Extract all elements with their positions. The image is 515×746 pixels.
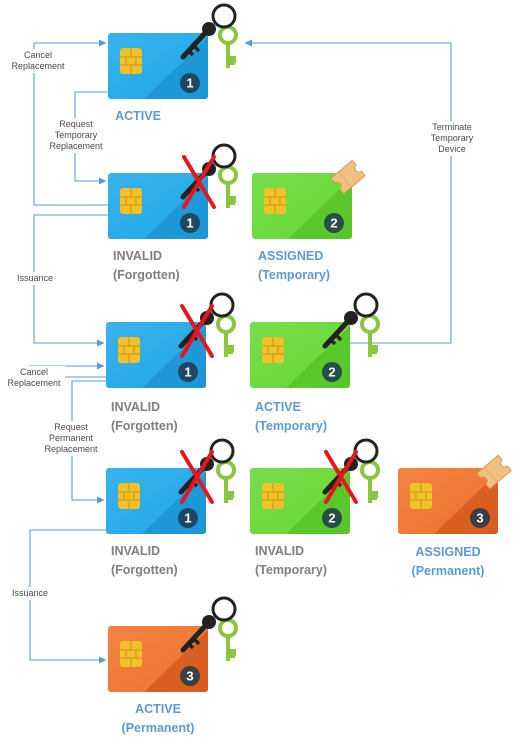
number-badge bbox=[180, 213, 200, 233]
status-label: ASSIGNED bbox=[258, 249, 323, 263]
flow-label-issuance-2: Issuance bbox=[12, 588, 48, 598]
number-badge bbox=[470, 508, 490, 528]
number-badge bbox=[178, 508, 198, 528]
number-badge bbox=[322, 508, 342, 528]
flow-label-issuance-1: Issuance bbox=[17, 273, 53, 283]
ticket-icon bbox=[330, 159, 366, 195]
chip-icon bbox=[262, 483, 284, 509]
flow-label-terminate-temporary-device: Terminate bbox=[432, 122, 472, 132]
card-c4: 1 bbox=[106, 292, 236, 388]
card-c6: 1 bbox=[106, 438, 236, 534]
card-number: 1 bbox=[184, 365, 191, 380]
flow-label-request-permanent-replacement: Permanent bbox=[49, 433, 94, 443]
cancel-replacement-1-arrow bbox=[33, 39, 108, 206]
status-label: INVALID bbox=[111, 544, 160, 558]
status-label: INVALID bbox=[113, 249, 162, 263]
card-number: 2 bbox=[328, 365, 335, 380]
status-sublabel: (Permanent) bbox=[412, 564, 485, 578]
number-badge bbox=[322, 362, 342, 382]
card-c2: 1 bbox=[108, 143, 238, 239]
cross-icon bbox=[180, 304, 214, 358]
card-c5: 2 bbox=[250, 292, 380, 388]
chip-icon bbox=[120, 48, 142, 74]
status-label: ACTIVE bbox=[115, 109, 161, 123]
status-sublabel: (Forgotten) bbox=[111, 563, 178, 577]
status-sublabel: (Temporary) bbox=[258, 268, 330, 282]
card-number: 3 bbox=[186, 669, 193, 684]
keys-icon bbox=[180, 3, 238, 68]
card-c8: 3 bbox=[398, 454, 512, 534]
card-number: 2 bbox=[330, 216, 337, 231]
status-label: INVALID bbox=[111, 400, 160, 414]
status-label: INVALID bbox=[255, 544, 304, 558]
card-number: 2 bbox=[328, 511, 335, 526]
number-badge bbox=[178, 362, 198, 382]
status-sublabel: (Forgotten) bbox=[113, 268, 180, 282]
card-c9: 3 bbox=[108, 596, 238, 692]
flow-label-request-temporary-replacement: Replacement bbox=[49, 141, 103, 151]
cards: 1ACTIVE1INVALID(Forgotten)2ASSIGNED(Temp… bbox=[106, 3, 512, 735]
flow-label-terminate-temporary-device: Device bbox=[438, 144, 466, 154]
card-c3: 2 bbox=[252, 159, 366, 239]
flow-label-request-temporary-replacement: Temporary bbox=[55, 130, 98, 140]
terminate-temporary-device-arrow bbox=[244, 39, 452, 344]
status-sublabel: (Permanent) bbox=[122, 721, 195, 735]
chip-icon bbox=[118, 337, 140, 363]
keys-icon bbox=[322, 292, 380, 357]
flow-label-terminate-temporary-device: Temporary bbox=[431, 133, 474, 143]
status-label: ACTIVE bbox=[135, 702, 181, 716]
flow-labels: CancelReplacementRequestTemporaryReplace… bbox=[2, 49, 478, 600]
card-number: 1 bbox=[184, 511, 191, 526]
chip-icon bbox=[120, 641, 142, 667]
ticket-icon bbox=[476, 454, 512, 490]
cross-icon bbox=[182, 155, 216, 209]
number-badge bbox=[324, 213, 344, 233]
cross-icon bbox=[324, 450, 358, 504]
flow-label-cancel-replacement-1: Cancel bbox=[24, 50, 52, 60]
flow-label-cancel-replacement-1: Replacement bbox=[11, 61, 65, 71]
flow-label-request-permanent-replacement: Request bbox=[54, 422, 88, 432]
status-sublabel: (Temporary) bbox=[255, 419, 327, 433]
number-badge bbox=[180, 666, 200, 686]
number-badge bbox=[180, 73, 200, 93]
card-number: 1 bbox=[186, 76, 193, 91]
flow-label-cancel-replacement-2: Replacement bbox=[7, 378, 61, 388]
card-c1: 1 bbox=[108, 3, 238, 99]
chip-icon bbox=[410, 483, 432, 509]
flow-label-cancel-replacement-2: Cancel bbox=[20, 367, 48, 377]
card-number: 3 bbox=[476, 511, 483, 526]
flow-label-request-permanent-replacement: Replacement bbox=[44, 444, 98, 454]
card-c7: 2 bbox=[250, 438, 380, 534]
chip-icon bbox=[118, 483, 140, 509]
chip-icon bbox=[120, 188, 142, 214]
keys-icon bbox=[180, 596, 238, 661]
chip-icon bbox=[262, 337, 284, 363]
status-label: ACTIVE bbox=[255, 400, 301, 414]
cross-icon bbox=[180, 450, 214, 504]
chip-icon bbox=[264, 188, 286, 214]
card-number: 1 bbox=[186, 216, 193, 231]
status-sublabel: (Temporary) bbox=[255, 563, 327, 577]
flow-label-request-temporary-replacement: Request bbox=[59, 119, 93, 129]
status-sublabel: (Forgotten) bbox=[111, 419, 178, 433]
status-label: ASSIGNED bbox=[415, 545, 480, 559]
